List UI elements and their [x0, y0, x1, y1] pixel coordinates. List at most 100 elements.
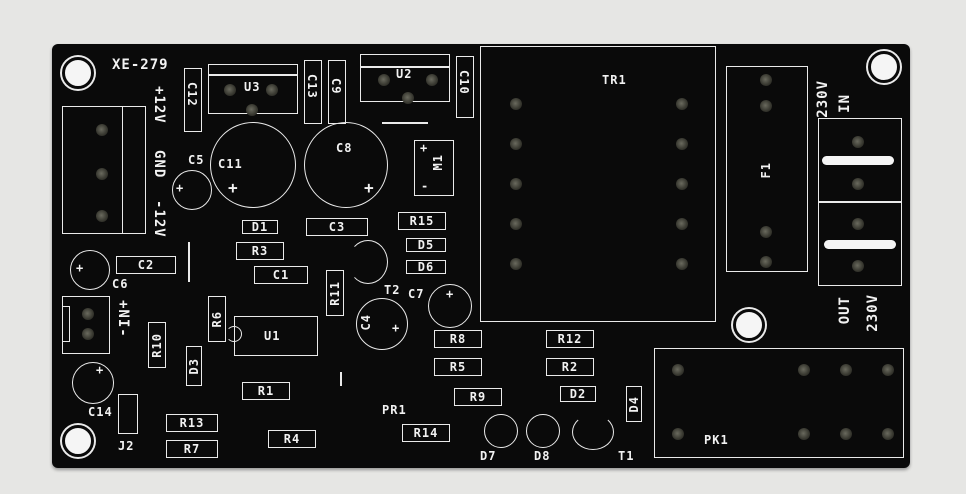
input-connector-key [62, 306, 70, 342]
r2-outline: R2 [546, 358, 594, 376]
u3-tab-line [208, 74, 298, 76]
mains-out-terminal [818, 202, 902, 286]
mounting-hole-middle [733, 309, 765, 341]
c7-label: C7 [408, 287, 425, 301]
mains-in-voltage-label: 230V [815, 80, 831, 118]
r14-label: R14 [413, 426, 439, 440]
c1-outline: C1 [254, 266, 308, 284]
pr1-label: PR1 [382, 403, 407, 417]
c2-label: C2 [137, 258, 155, 272]
d7-outline [484, 414, 518, 448]
f1-label: F1 [759, 162, 773, 179]
c6-label: C6 [112, 277, 129, 291]
tr1-pin [676, 178, 688, 190]
pk1-pin [840, 364, 852, 376]
mains-in-pin [852, 136, 864, 148]
c11-outline [210, 122, 296, 208]
r9-label: R9 [469, 390, 487, 404]
t2-outline [348, 240, 388, 284]
tr1-pin [676, 258, 688, 270]
tr1-pin [510, 258, 522, 270]
pk1-pin [672, 428, 684, 440]
pk1-pin [882, 364, 894, 376]
d2-outline: D2 [560, 386, 596, 402]
r7-outline: R7 [166, 440, 218, 458]
c10-label: C10 [457, 70, 471, 95]
j2-label: J2 [118, 439, 135, 453]
r13-outline: R13 [166, 414, 218, 432]
mains-in-pin [852, 178, 864, 190]
tr1-pin [676, 98, 688, 110]
c7-plus: + [446, 287, 455, 301]
c14-label: C14 [88, 405, 113, 419]
u2-pin-1 [378, 74, 390, 86]
input-pin-2 [82, 328, 94, 340]
tr1-pin [676, 218, 688, 230]
tr1-pin [510, 218, 522, 230]
f1-pin [760, 100, 772, 112]
power-pin-3 [96, 210, 108, 222]
u2-label: U2 [396, 67, 413, 81]
mains-out-pin [852, 218, 864, 230]
plus12v-label: +12V [151, 86, 167, 124]
r15-label: R15 [409, 214, 435, 228]
d4-label: D4 [627, 395, 641, 413]
mounting-hole-top-right [868, 51, 900, 83]
u2-pin-3 [426, 74, 438, 86]
tr1-pin [510, 138, 522, 150]
mounting-hole-top-left [62, 57, 94, 89]
tr1-outline [480, 46, 716, 322]
m1-label: M1 [431, 154, 445, 171]
input-pin-1 [82, 308, 94, 320]
u3-pin-3 [266, 84, 278, 96]
mains-out-voltage-label: 230V [865, 294, 881, 332]
pk1-pin [672, 364, 684, 376]
r5-label: R5 [449, 360, 467, 374]
c4-outline [356, 298, 408, 350]
pk1-pin [840, 428, 852, 440]
pk1-pin [798, 364, 810, 376]
c12-label: C12 [185, 82, 199, 107]
d4-outline: D4 [626, 386, 642, 422]
input-label: +NI- [115, 300, 131, 338]
r4-label: R4 [283, 432, 301, 446]
r3-outline: R3 [236, 242, 284, 260]
u1-notch [226, 326, 242, 342]
m1-outline [414, 140, 454, 196]
pk1-pin [882, 428, 894, 440]
r10-label: R10 [150, 332, 164, 358]
c8-plus: + [364, 178, 375, 197]
r7-label: R7 [183, 442, 201, 456]
u2-heatsink-line [382, 122, 428, 124]
c3-label: C3 [328, 220, 346, 234]
d8-outline [526, 414, 560, 448]
r1-outline: R1 [242, 382, 290, 400]
pk1-outline [654, 348, 904, 458]
tr1-pin [676, 138, 688, 150]
d5-label: D5 [417, 238, 435, 252]
c11-label: C11 [218, 157, 243, 171]
mains-out-slot [824, 240, 896, 249]
mains-out-label: OUT [837, 296, 853, 325]
t1-outline [572, 414, 614, 450]
r8-outline: R8 [434, 330, 482, 348]
mounting-hole-bottom-left [62, 425, 94, 457]
d7-label: D7 [480, 449, 497, 463]
mains-in-label: IN [837, 94, 853, 113]
pk1-label: PK1 [704, 433, 729, 447]
c5-outline [172, 170, 212, 210]
c14-outline [72, 362, 114, 404]
r4-outline: R4 [268, 430, 316, 448]
c10-outline [456, 56, 474, 118]
minus12v-label: -12V [151, 200, 167, 238]
r12-outline: R12 [546, 330, 594, 348]
silk-line [188, 242, 190, 282]
d3-label: D3 [187, 357, 201, 375]
f1-pin [760, 226, 772, 238]
r10-outline: R10 [148, 322, 166, 368]
r6-label: R6 [210, 310, 224, 328]
c1-label: C1 [272, 268, 290, 282]
r11-outline: R11 [326, 270, 344, 316]
c3-outline: C3 [306, 218, 368, 236]
r13-label: R13 [179, 416, 205, 430]
